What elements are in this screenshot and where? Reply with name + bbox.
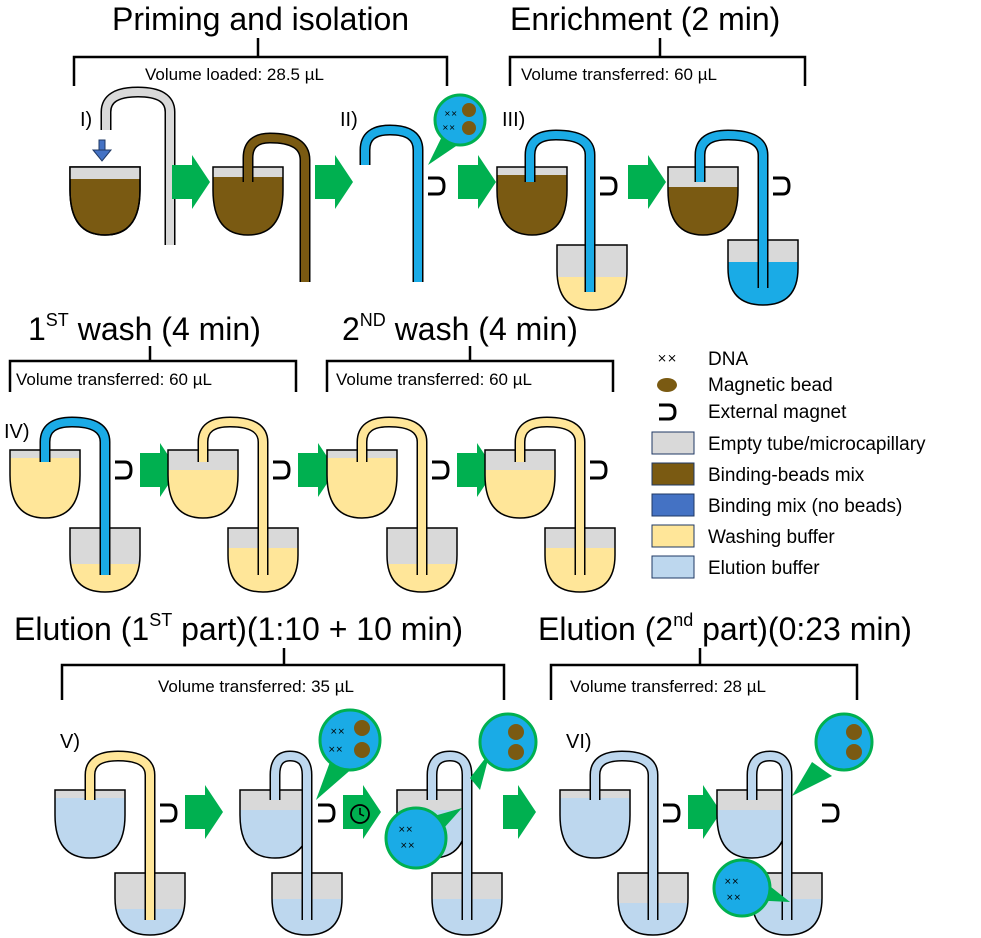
svg-text:⨯⨯: ⨯⨯ [724, 877, 739, 887]
green-arrow-icon [185, 785, 223, 839]
volume-wash2: Volume transferred: 60 µL [336, 370, 532, 389]
legend-binding-no-beads: Binding mix (no beads) [708, 496, 902, 517]
step5b-elution: ⨯⨯ ⨯⨯ [239, 708, 382, 936]
legend: ⨯⨯ DNA Magnetic bead External magnet Emp… [651, 349, 926, 579]
green-arrow-icon [458, 155, 496, 209]
step-label-3: III) [502, 109, 525, 131]
svg-text:⨯⨯: ⨯⨯ [726, 893, 741, 903]
bead-icon [846, 744, 862, 760]
bracket-elution2 [549, 648, 859, 700]
bead-icon [657, 378, 677, 392]
green-arrow-icon [343, 785, 381, 839]
step4d-wash [484, 416, 616, 593]
bead-icon [508, 724, 524, 740]
svg-text:⨯⨯: ⨯⨯ [398, 825, 413, 835]
legend-magnet: External magnet [708, 402, 847, 423]
legend-empty: Empty tube/microcapillary [708, 434, 926, 455]
zoom-bubble [318, 708, 382, 772]
volume-enrichment: Volume transferred: 60 µL [521, 65, 717, 84]
step6b-elution: ⨯⨯ ⨯⨯ [712, 712, 874, 936]
magnet-icon [115, 460, 133, 480]
zoom-bubble [814, 712, 874, 772]
magnet-icon [318, 803, 336, 823]
volume-elution2: Volume transferred: 28 µL [570, 677, 766, 696]
volume-elution1: Volume transferred: 35 µL [158, 677, 354, 696]
step-label-4: IV) [4, 421, 30, 443]
svg-text:⨯⨯: ⨯⨯ [444, 109, 457, 118]
step5c-elution: ⨯⨯ ⨯⨯ [384, 712, 538, 936]
svg-text:⨯⨯: ⨯⨯ [400, 841, 415, 851]
svg-text:⨯⨯: ⨯⨯ [328, 745, 343, 755]
bead-icon [354, 720, 370, 736]
zoom-bubble [384, 806, 448, 870]
bead-icon [846, 724, 862, 740]
magnet-icon [822, 803, 840, 823]
green-arrow-icon [172, 155, 210, 209]
title-elution1: Elution (1ST part)(1:10 + 10 min) [14, 610, 463, 647]
svg-text:⨯⨯: ⨯⨯ [442, 123, 455, 132]
bracket-wash1 [8, 346, 298, 392]
volume-priming: Volume loaded: 28.5 µL [145, 65, 324, 84]
dna-icon: ⨯⨯ [657, 351, 677, 365]
bead-icon [462, 103, 476, 117]
title-priming: Priming and isolation [112, 1, 409, 37]
green-arrow-icon [315, 155, 353, 209]
legend-washing: Washing buffer [708, 527, 835, 548]
bracket-elution1 [60, 648, 506, 700]
bracket-wash2 [325, 346, 615, 392]
legend-binding-beads: Binding-beads mix [708, 465, 865, 486]
step-label-6: VI) [566, 731, 592, 753]
magnet-icon [160, 803, 178, 823]
green-arrow-icon [628, 155, 666, 209]
zoom-bubble [712, 858, 772, 918]
legend-elution: Elution buffer [708, 558, 820, 579]
step6a-elution [559, 750, 689, 936]
magnet-icon [663, 803, 681, 823]
legend-bead: Magnetic bead [708, 375, 833, 396]
bead-icon [462, 121, 476, 135]
step3a-enrichment [496, 129, 628, 311]
title-elution2: Elution (2nd part)(0:23 min) [538, 610, 912, 647]
green-arrow-icon [503, 785, 536, 839]
bracket-enrichment [508, 38, 807, 86]
bracket-priming [72, 38, 449, 86]
zoom-bubble [478, 712, 538, 772]
timer-arrow [343, 785, 381, 839]
step-label-5: V) [60, 731, 80, 753]
step1-setup [69, 86, 176, 245]
magnet-icon [273, 460, 291, 480]
magnet-icon [432, 460, 450, 480]
arrow-down-icon [91, 139, 113, 162]
green-arrow-icon [688, 785, 721, 839]
step-label-1: I) [80, 109, 92, 131]
volume-wash1: Volume transferred: 60 µL [16, 370, 212, 389]
svg-text:⨯⨯: ⨯⨯ [330, 727, 345, 737]
bead-icon [508, 744, 524, 760]
title-wash1: 1ST wash (4 min) [28, 310, 261, 347]
bead-icon [354, 742, 370, 758]
step2-isolation: ⨯⨯ ⨯⨯ [359, 93, 487, 282]
magnet-icon [590, 460, 608, 480]
magnet-icon [428, 176, 446, 196]
step4b-wash [167, 416, 299, 593]
zoom-bubble [433, 93, 487, 147]
timer-icon [350, 804, 370, 824]
step4a-wash [9, 416, 141, 593]
title-wash2: 2ND wash (4 min) [342, 310, 578, 347]
legend-dna: DNA [708, 349, 748, 370]
step-label-2: II) [340, 109, 358, 131]
magnet-icon [773, 176, 791, 196]
magnet-icon [600, 176, 618, 196]
step3b-enrichment [667, 129, 799, 306]
magnet-icon [659, 403, 677, 421]
step1b-filled [212, 132, 311, 282]
step4c-wash [326, 416, 458, 593]
title-enrichment: Enrichment (2 min) [510, 1, 780, 37]
step5a-elution [54, 750, 186, 936]
